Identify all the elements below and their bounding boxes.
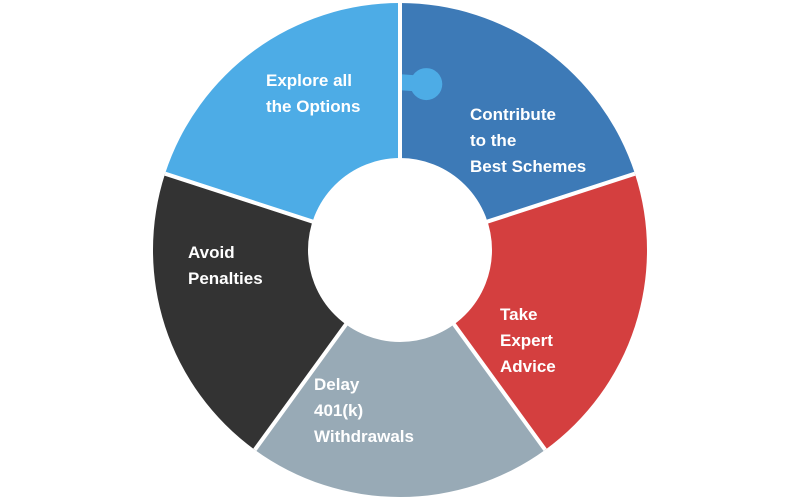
label-line: Avoid [188, 243, 235, 262]
piece-expert-advice [254, 322, 546, 498]
label-expert-advice: Take Expert Advice [500, 305, 558, 376]
puzzle-tab-knob [410, 68, 443, 101]
label-line: Advice [500, 357, 556, 376]
label-contribute-schemes: Contribute to the Best Schemes [470, 105, 586, 176]
label-line: to the [470, 131, 516, 150]
piece-seam [253, 321, 349, 452]
piece-seam [451, 321, 547, 452]
puzzle-pieces [152, 3, 648, 498]
center-hole [308, 158, 492, 342]
label-line: Expert [500, 331, 553, 350]
piece-seam [484, 171, 636, 225]
piece-seam [164, 171, 316, 225]
piece-explore-options [400, 3, 635, 223]
segment-labels: Explore all the Options Contribute to th… [188, 71, 586, 446]
label-explore-options: Explore all the Options [266, 71, 360, 116]
label-line: Best Schemes [470, 157, 586, 176]
piece-delay-withdrawals [152, 173, 348, 450]
label-delay-withdrawals: Delay 401(k) Withdrawals [314, 375, 414, 446]
label-line: Penalties [188, 269, 263, 288]
label-line: Explore all [266, 71, 352, 90]
label-avoid-penalties: Avoid Penalties [188, 243, 263, 288]
piece-contribute-schemes [452, 173, 648, 450]
label-line: Contribute [470, 105, 556, 124]
label-line: Take [500, 305, 538, 324]
label-line: Delay [314, 375, 360, 394]
label-line: Withdrawals [314, 427, 414, 446]
label-line: the Options [266, 97, 360, 116]
label-line: 401(k) [314, 401, 363, 420]
piece-avoid-penalties [165, 3, 400, 223]
